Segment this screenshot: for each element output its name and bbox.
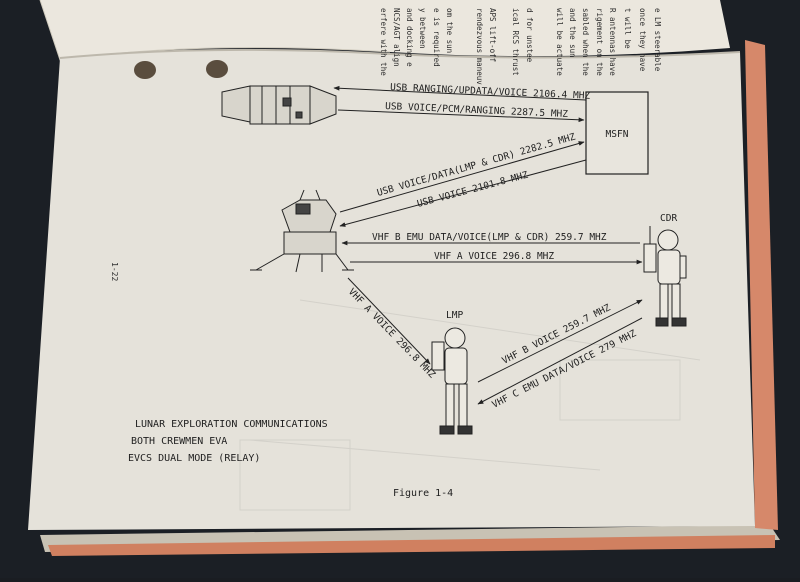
svg-text:t will be: t will be	[623, 8, 632, 49]
csm-spacecraft-icon	[221, 85, 337, 125]
svg-text:e is required: e is required	[432, 8, 441, 67]
svg-text:rendezvous maneuv: rendezvous maneuv	[475, 8, 484, 85]
svg-text:y between: y between	[418, 8, 427, 49]
top-page-text-col12: rendezvous maneuv	[475, 8, 484, 85]
top-page-text-col9: d for unstee	[525, 8, 534, 63]
svg-text:once they have: once they have	[638, 8, 647, 72]
svg-text:APS lift-off: APS lift-off	[488, 8, 497, 62]
cdr-astronaut-icon	[643, 226, 687, 327]
svg-text:om the sun: om the sun	[445, 8, 454, 53]
lmp-astronaut-icon	[431, 327, 473, 435]
top-page-text-col18: erfere with the	[379, 8, 388, 76]
msfn-station: MSFN	[585, 91, 649, 175]
svg-text:and docking e: and docking e	[405, 8, 414, 67]
top-page-text-col16: and docking e	[405, 8, 414, 67]
top-page-text-col3: t will be	[623, 8, 632, 49]
figure-label: Figure 1-4	[393, 488, 453, 499]
top-page-text-col14: e is required	[432, 8, 441, 67]
lunar-module-icon	[250, 189, 354, 273]
top-page-text-col7: and the sun	[568, 8, 577, 58]
top-page-text-col5: rigement on the	[595, 8, 604, 76]
top-page-text-col1: e LM steerable	[653, 8, 662, 72]
svg-text:e LM steerable: e LM steerable	[653, 8, 662, 72]
top-page-text-col8: will be actuate	[555, 8, 564, 76]
top-page-text-col17: NCS/AGT align	[392, 8, 401, 67]
top-page-text-col6: sabled when the	[581, 8, 590, 76]
binder-hole	[134, 61, 156, 79]
lm-to-cdr-label: VHF A VOICE 296.8 MHZ	[434, 251, 554, 262]
lm-downlink-arrow	[339, 141, 585, 213]
svg-text:sabled when the: sabled when the	[581, 8, 590, 76]
svg-text:d for unstee: d for unstee	[525, 8, 534, 63]
svg-text:erfere with the: erfere with the	[379, 8, 388, 76]
csm-downlink-arrow	[337, 109, 585, 123]
caption-line-3: EVCS DUAL MODE (RELAY)	[128, 453, 260, 464]
top-page-text-col15: y between	[418, 8, 427, 49]
lmp-to-cdr-arrow	[477, 299, 643, 383]
binder-hole	[206, 60, 228, 78]
svg-text:and the sun: and the sun	[568, 8, 577, 58]
bleed-through	[239, 299, 701, 511]
top-page-text-col10: ical RCS thrust	[511, 8, 520, 76]
lm-uplink-arrow	[339, 159, 587, 227]
svg-text:will be actuate: will be actuate	[555, 8, 564, 76]
csm-uplink-arrow	[333, 85, 587, 101]
top-page-text-col2: once they have	[638, 8, 647, 72]
svg-text:1-22: 1-22	[110, 262, 119, 281]
caption-line-1: LUNAR EXPLORATION COMMUNICATIONS	[135, 419, 328, 430]
svg-text:ical RCS thrust: ical RCS thrust	[511, 8, 520, 76]
top-page-text-col13: om the sun	[445, 8, 454, 53]
page-number: 1-22	[110, 262, 119, 281]
orange-edge	[48, 535, 775, 556]
svg-text:rigement on the: rigement on the	[595, 8, 604, 76]
lm-to-lmp-arrow	[347, 277, 431, 365]
top-page	[40, 0, 730, 60]
top-page-text-col4: R antennas have	[608, 8, 617, 76]
top-page-text-col11: APS lift-off	[488, 8, 497, 62]
cdr-to-lm-label: VHF B EMU DATA/VOICE(LMP & CDR) 259.7 MH…	[372, 232, 607, 243]
cdr-label: CDR	[660, 213, 677, 224]
lmp-label: LMP	[446, 310, 463, 321]
caption-line-2: BOTH CREWMEN EVA	[131, 436, 227, 447]
orange-side	[745, 40, 778, 530]
svg-text:R antennas have: R antennas have	[608, 8, 617, 76]
msfn-label: MSFN	[606, 129, 629, 140]
cdr-to-lmp-arrow	[477, 317, 643, 405]
svg-text:NCS/AGT align: NCS/AGT align	[392, 8, 401, 67]
main-page	[28, 49, 755, 530]
